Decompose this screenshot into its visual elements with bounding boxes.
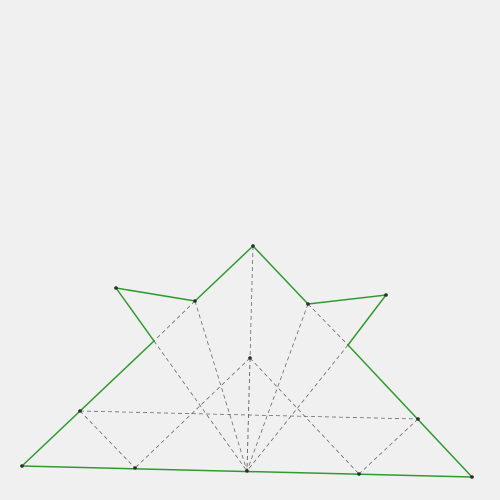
vertex-point (416, 417, 420, 421)
vertex-point (306, 302, 310, 306)
construction-segment (134, 357, 251, 469)
construction-segment (153, 300, 196, 342)
construction-lines (79, 245, 419, 475)
outline-polygon (21, 245, 473, 478)
construction-segment (79, 410, 419, 420)
construction-segment (153, 340, 248, 472)
vertex-point (470, 475, 474, 479)
outline-segment (252, 245, 309, 305)
outline-segment (194, 245, 254, 302)
vertex-point (357, 472, 361, 476)
construction-segment (246, 357, 251, 472)
outline-segment (115, 287, 196, 302)
vertex-point (245, 469, 249, 473)
vertex-point (193, 299, 197, 303)
construction-segment (358, 418, 419, 475)
construction-segment (246, 303, 309, 472)
construction-segment (307, 303, 349, 346)
outline-segment (347, 294, 387, 346)
outline-segment (115, 287, 155, 342)
vertex-point (20, 464, 24, 468)
construction-segment (79, 410, 136, 469)
vertex-point (78, 409, 82, 413)
construction-segment (194, 300, 248, 472)
vertex-point (251, 244, 255, 248)
vertex-point (133, 466, 137, 470)
outline-segment (307, 294, 387, 305)
outline-segment (21, 340, 155, 467)
vertex-point (114, 286, 118, 290)
vertices (20, 244, 474, 479)
vertex-point (248, 356, 252, 360)
outline-segment (347, 344, 473, 478)
vertex-point (384, 293, 388, 297)
construction-segment (246, 344, 349, 472)
